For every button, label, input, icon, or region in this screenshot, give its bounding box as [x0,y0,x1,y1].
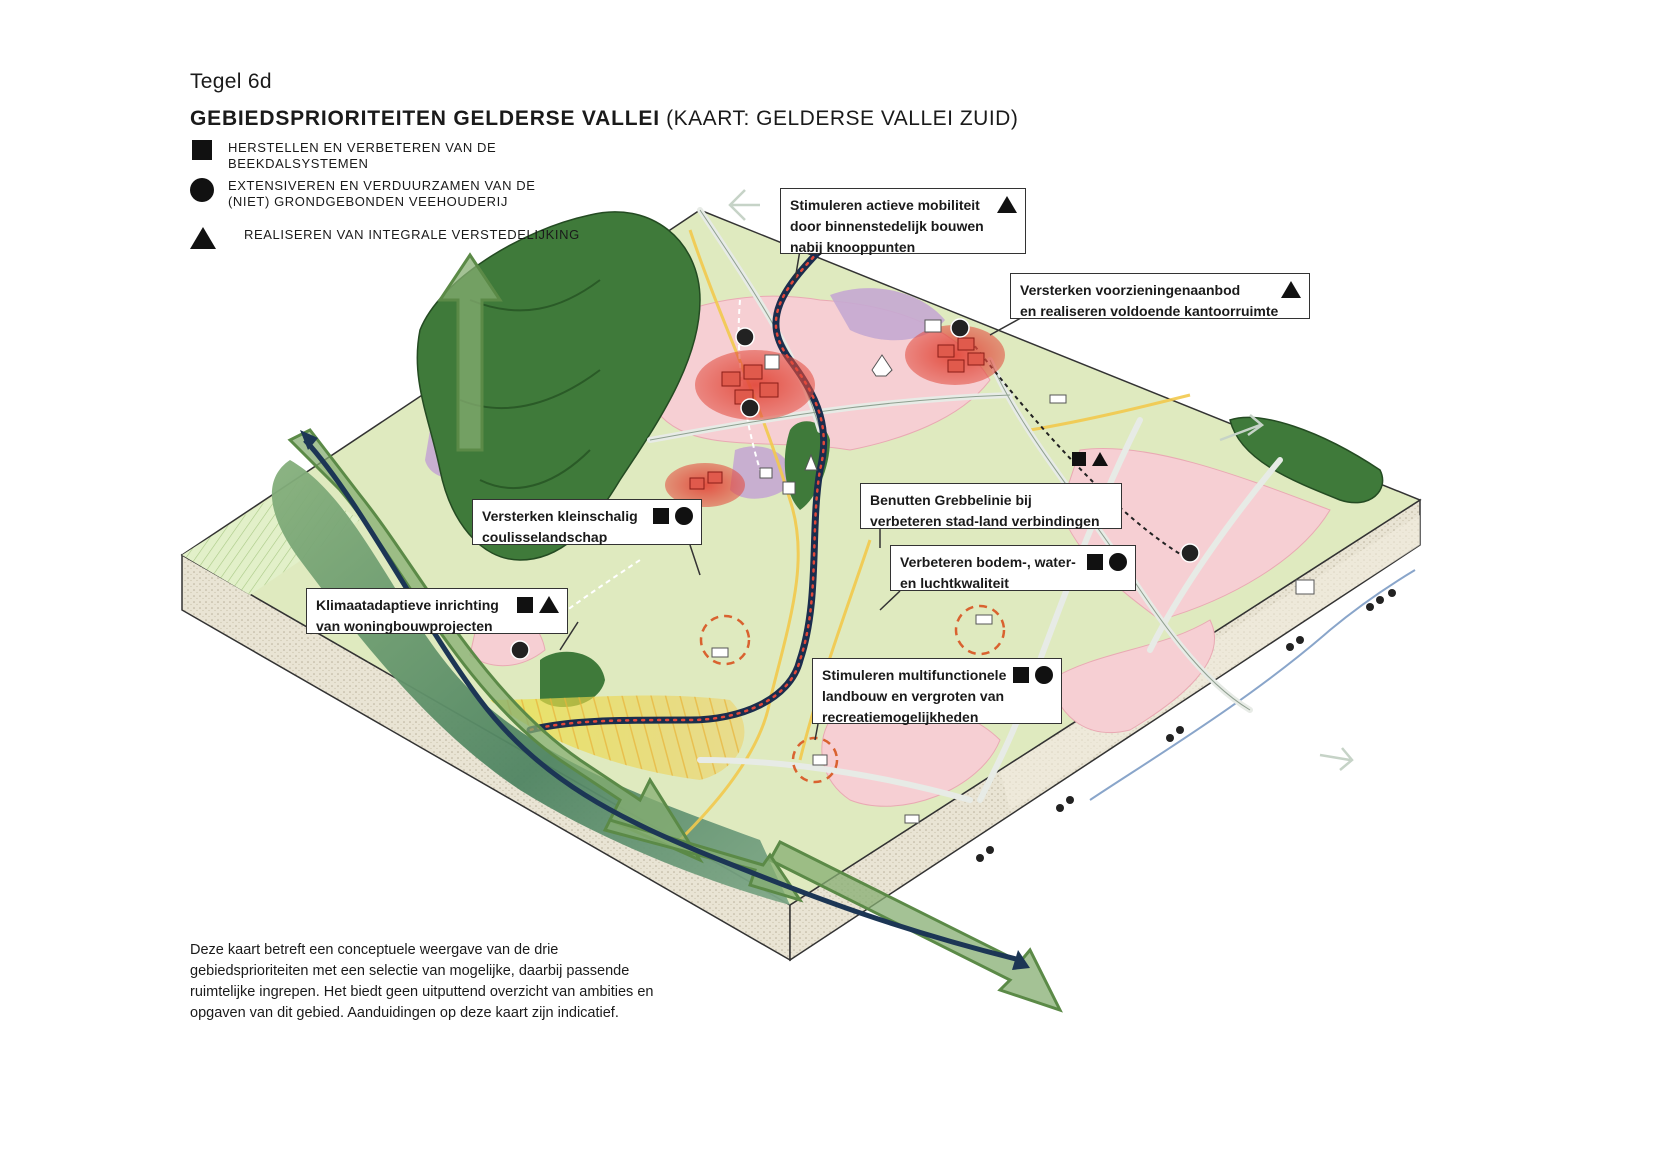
triangle-icon [190,227,216,249]
callout-line: landbouw en vergroten van [822,688,1005,704]
callout-line: Stimuleren actieve mobiliteit [790,197,980,213]
title-sub: (KAART: GELDERSE VALLEI ZUID) [659,107,1019,130]
legend-label: HERSTELLEN EN VERBETEREN VAN DE BEEKDALS… [228,140,497,171]
callout-line: van woningbouwprojecten [316,618,493,634]
disclaimer-line: ruimtelijke ingrepen. Het biedt geen uit… [190,984,654,1000]
callout-line: Benutten Grebbelinie bij [870,492,1032,508]
legend-label: REALISEREN VAN INTEGRALE VERSTEDELIJKING [244,227,580,242]
triangle-icon [539,596,559,613]
callout-grebbelinie: Benutten Grebbelinie bij verbeteren stad… [860,483,1122,529]
callout-klimaatadaptieve-inrichting: Klimaatadaptieve inrichting van woningbo… [306,588,568,634]
disclaimer-text: Deze kaart betreft een conceptuele weerg… [190,940,710,1024]
callout-bodem-water-lucht: Verbeteren bodem-, water- en luchtkwalit… [890,545,1136,591]
callout-voorzieningenaanbod: Versterken voorzieningenaanbod en realis… [1010,273,1310,319]
callout-line: Klimaatadaptieve inrichting [316,597,499,613]
legend-item-verstedelijking: REALISEREN VAN INTEGRALE VERSTEDELIJKING [190,227,610,249]
callout-line: Versterken voorzieningenaanbod [1020,282,1241,298]
square-icon [1087,554,1103,570]
connection-arrows [728,189,1354,771]
callout-line: en realiseren voldoende kantoorruimte [1020,303,1279,319]
callout-actieve-mobiliteit: Stimuleren actieve mobiliteit door binne… [780,188,1026,255]
square-icon [653,508,669,524]
callout-line: recreatiemogelijkheden [822,709,979,725]
callout-line: Versterken kleinschalig [482,508,638,524]
legend-item-veehouderij: EXTENSIVEREN EN VERDUURZAMEN VAN DE (NIE… [190,178,610,210]
callout-line: Stimuleren multifunctionele [822,667,1007,683]
callout-line: en luchtkwaliteit [900,575,1009,591]
callout-line: verbeteren stad-land verbindingen [870,513,1100,529]
callout-coulisselandschap: Versterken kleinschalig coulisselandscha… [472,499,702,545]
square-icon [192,140,212,160]
callout-line: coulisselandschap [482,529,608,545]
square-icon [1013,667,1029,683]
triangle-icon [1092,452,1108,466]
disclaimer-line: gebiedsprioriteiten met een selectie van… [190,963,630,979]
urban-hotspots [665,325,1005,507]
disclaimer-line: opgaven van dit gebied. Aanduidingen op … [190,1005,619,1021]
legend-item-beekdal: HERSTELLEN EN VERBETEREN VAN DE BEEKDALS… [190,140,610,172]
tunnel-openings [976,589,1396,862]
river [303,438,1021,963]
callout-line: door binnenstedelijk bouwen [790,218,984,234]
callout-line: Verbeteren bodem-, water- [900,554,1076,570]
station-markers [510,318,1200,660]
square-icon [1072,452,1086,466]
yellow-route-lines [678,229,1191,842]
title-main: GEBIEDSPRIORITEITEN GELDERSE VALLEI [190,107,660,130]
callout-line: nabij knooppunten [790,239,916,255]
square-icon [517,597,533,613]
circle-icon [190,178,214,202]
tile-label: Tegel 6d [190,70,272,93]
triangle-icon [997,196,1017,213]
circle-icon [675,507,693,525]
circle-icon [1109,553,1127,571]
callout-multifunctionele-landbouw: Stimuleren multifunctionele landbouw en … [812,658,1062,725]
buildings [711,319,1315,824]
callout-leaders [559,249,1031,741]
page-title: GEBIEDSPRIORITEITEN GELDERSE VALLEI (KAA… [190,107,1018,131]
circle-icon [1035,666,1053,684]
disclaimer-line: Deze kaart betreft een conceptuele weerg… [190,942,559,958]
river-arrowhead [300,430,318,450]
railway-lines [539,299,1191,631]
legend-label: EXTENSIVEREN EN VERDUURZAMEN VAN DE (NIE… [228,178,536,209]
triangle-icon [1281,281,1301,298]
